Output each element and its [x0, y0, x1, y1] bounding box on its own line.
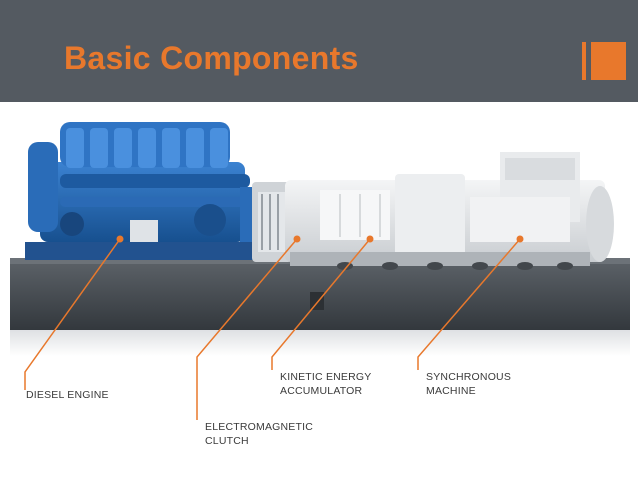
label-diesel-engine: DIESEL ENGINE [26, 389, 109, 401]
callout-leaders [24, 238, 521, 420]
dot-synchronous-machine [516, 235, 524, 243]
corner-bracket-icon [582, 42, 626, 80]
generator-illustration [10, 122, 630, 420]
leader-electromagnetic-clutch [196, 238, 298, 420]
clutch-housing [252, 182, 292, 262]
label-kinetic-energy-accumulator: KINETIC ENERGY ACCUMULATOR [280, 371, 372, 397]
slide-header: Basic Components [0, 0, 638, 102]
diesel-engine-block [25, 122, 264, 260]
slide-title: Basic Components [64, 40, 359, 76]
leader-synchronous-machine [417, 238, 521, 370]
machine-housing [285, 152, 614, 270]
leader-kinetic-energy-accumulator [271, 238, 371, 370]
dot-diesel-engine [116, 235, 124, 243]
label-synchronous-machine: SYNCHRONOUS MACHINE [426, 371, 512, 397]
dot-kinetic-energy-accumulator [366, 235, 374, 243]
corner-bar-thin [582, 42, 586, 80]
callout-dots [116, 235, 524, 243]
leader-diesel-engine [24, 238, 121, 390]
base-frame [10, 258, 630, 356]
label-electromagnetic-clutch: ELECTROMAGNETIC CLUTCH [205, 421, 314, 447]
generator-diagram: DIESEL ENGINE ELECTROMAGNETIC CLUTCH KIN… [0, 102, 638, 479]
dot-electromagnetic-clutch [293, 235, 301, 243]
corner-bar-thick [591, 42, 626, 80]
